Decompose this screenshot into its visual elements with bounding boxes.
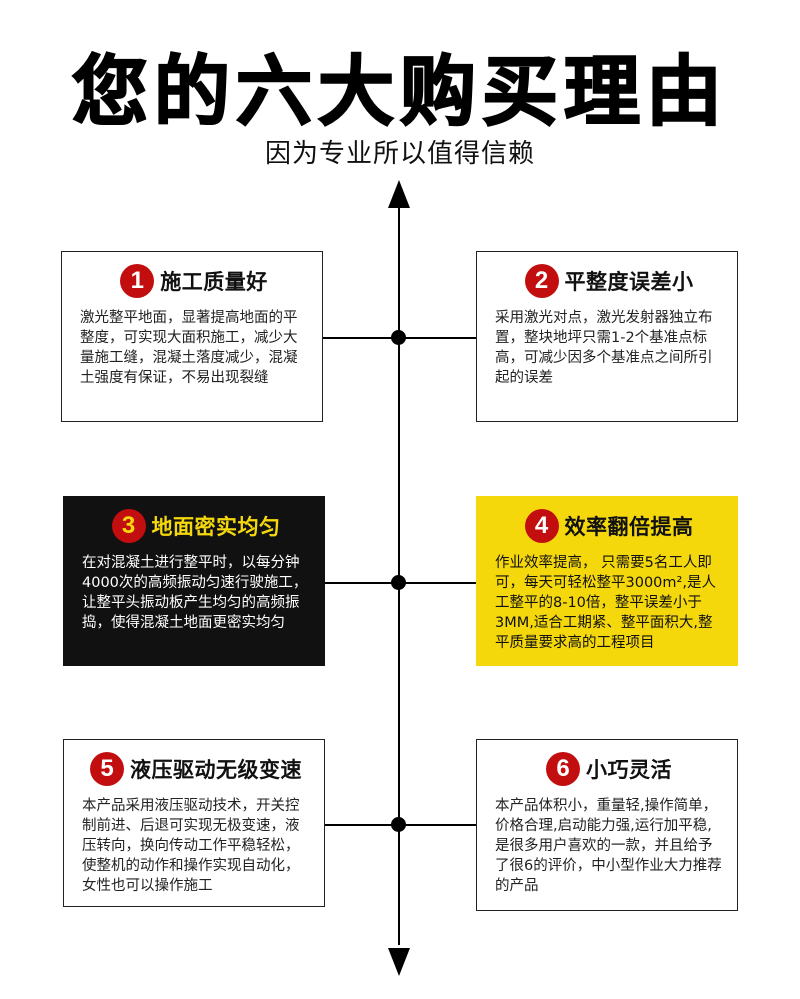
arrow-down-icon <box>388 948 410 976</box>
number-badge: 6 <box>546 752 580 786</box>
card-header: 6 小巧灵活 <box>495 752 723 786</box>
card-header: 2 平整度误差小 <box>495 264 723 298</box>
card-title: 施工质量好 <box>160 270 268 294</box>
page-title: 您的六大购买理由 <box>71 46 728 137</box>
reason-card-2: 2 平整度误差小 采用激光对点，激光发射器独立布置，整块地坪只需1-2个基准点标… <box>476 251 738 422</box>
dot-icon <box>391 575 406 590</box>
reason-card-3: 3 地面密实均匀 在对混凝土进行整平时，以每分钟4000次的高频振动匀速行驶施工… <box>63 496 325 666</box>
page-subtitle: 因为专业所以值得信赖 <box>264 139 535 169</box>
reason-card-5: 5 液压驱动无级变速 本产品采用液压驱动技术，开关控制前进、后退可实现无极变速，… <box>63 739 325 907</box>
number-badge: 4 <box>524 509 559 543</box>
reason-card-4: 4 效率翻倍提高 作业效率提高， 只需要5名工人即可，每天可轻松整平3000m²… <box>476 496 738 666</box>
card-title: 效率翻倍提高 <box>564 515 694 539</box>
card-description: 作业效率提高， 只需要5名工人即可，每天可轻松整平3000m²,是人工整平的8-… <box>495 555 716 651</box>
number-badge: 1 <box>120 264 155 298</box>
card-title: 平整度误差小 <box>564 270 694 294</box>
timeline-axis <box>398 200 400 945</box>
reason-card-6: 6 小巧灵活 本产品体积小，重量轻,操作简单，价格合理,启动能力强,运行加平稳,… <box>476 739 738 911</box>
card-description: 本产品采用液压驱动技术，开关控制前进、后退可实现无极变速，液压转向，换向传动工作… <box>82 798 300 894</box>
dot-icon <box>391 330 406 345</box>
card-description: 激光整平地面，显著提高地面的平整度，可实现大面积施工，减少大量施工缝，混凝土落度… <box>80 310 298 386</box>
card-description: 在对混凝土进行整平时，以每分钟4000次的高频振动匀速行驶施工，让整平头振动板产… <box>82 555 308 631</box>
card-description: 采用激光对点，激光发射器独立布置，整块地坪只需1-2个基准点标高，可减少因多个基… <box>495 310 713 386</box>
card-title: 地面密实均匀 <box>151 515 281 539</box>
card-header: 1 施工质量好 <box>80 264 308 298</box>
number-badge: 2 <box>524 264 559 298</box>
reason-card-1: 1 施工质量好 激光整平地面，显著提高地面的平整度，可实现大面积施工，减少大量施… <box>61 251 323 422</box>
card-title: 小巧灵活 <box>586 758 672 782</box>
card-header: 5 液压驱动无级变速 <box>82 752 310 786</box>
number-badge: 3 <box>111 509 146 543</box>
card-header: 4 效率翻倍提高 <box>495 509 723 543</box>
arrow-up-icon <box>388 180 410 208</box>
card-header: 3 地面密实均匀 <box>82 509 310 543</box>
card-description: 本产品体积小，重量轻,操作简单，价格合理,启动能力强,运行加平稳,是很多用户喜欢… <box>495 798 722 894</box>
dot-icon <box>391 817 406 832</box>
card-title: 液压驱动无级变速 <box>130 758 302 782</box>
number-badge: 5 <box>90 752 124 786</box>
